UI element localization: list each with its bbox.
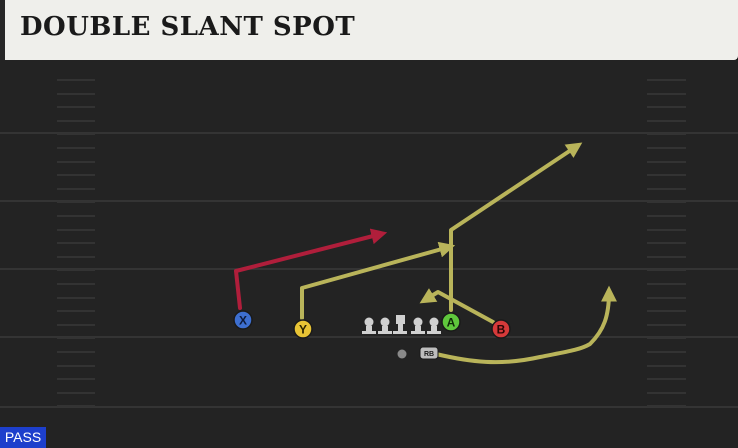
player-a-label: A	[447, 316, 456, 330]
player-b[interactable]: B	[491, 319, 511, 339]
route-rb-wheel	[434, 285, 617, 365]
lineman-icon	[427, 317, 441, 334]
player-x-label: X	[239, 314, 247, 328]
route-b-spot	[419, 288, 495, 324]
play-field: X Y A B RB	[0, 60, 738, 448]
route-a-post	[449, 142, 583, 312]
player-x[interactable]: X	[233, 310, 253, 330]
play-type-badge: PASS	[0, 427, 46, 448]
player-a[interactable]: A	[441, 312, 461, 332]
player-rb-label: RB	[424, 351, 434, 358]
lineman-icon	[362, 317, 376, 334]
play-diagram: X Y A B RB	[0, 79, 738, 408]
player-rb[interactable]: RB	[419, 346, 439, 360]
hash-marks-left	[57, 79, 95, 407]
hash-marks-right	[647, 79, 686, 407]
play-title: DOUBLE SLANT SPOT	[20, 12, 356, 42]
route-x-slant	[234, 228, 388, 310]
player-y-label: Y	[299, 323, 307, 337]
lineman-icon	[378, 317, 392, 334]
title-accent	[0, 0, 5, 60]
title-bar: DOUBLE SLANT SPOT	[0, 0, 738, 60]
center-icon	[393, 315, 407, 334]
lineman-icon	[411, 317, 425, 334]
player-y[interactable]: Y	[293, 319, 313, 339]
player-b-label: B	[497, 323, 506, 337]
route-y-slant	[300, 241, 456, 320]
offensive-line	[362, 315, 441, 334]
quarterback-marker	[397, 349, 407, 359]
